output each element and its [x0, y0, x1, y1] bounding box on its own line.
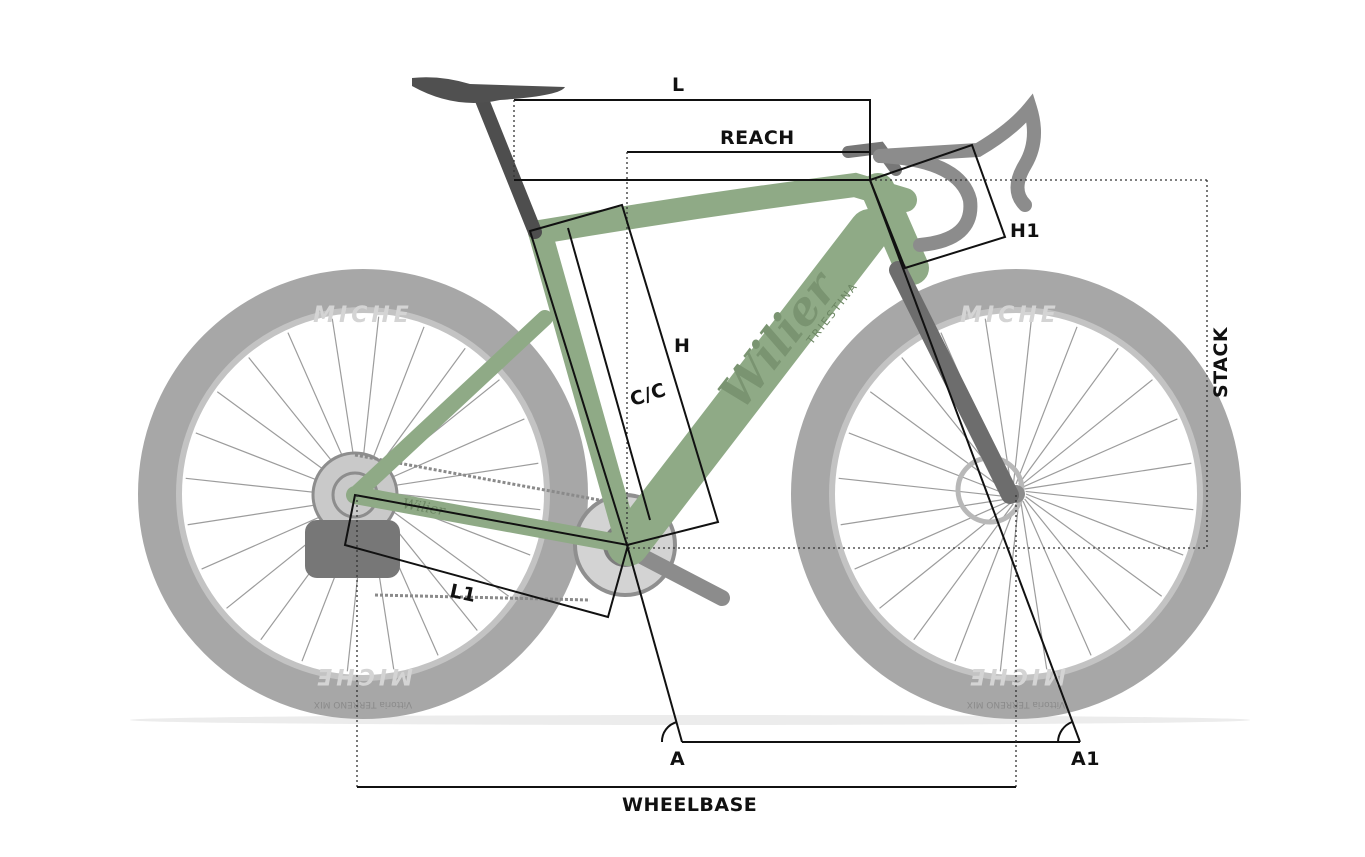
saddle-group [412, 77, 565, 239]
label-wheelbase: WHEELBASE [622, 794, 758, 816]
spoke [1025, 490, 1194, 511]
spoke [913, 503, 1014, 641]
seat-angle-line [626, 544, 683, 743]
h-box [528, 203, 720, 547]
spoke [954, 503, 1017, 662]
spoke [1025, 493, 1184, 556]
seatpost [475, 93, 542, 239]
chain-top [354, 453, 611, 504]
spoke [1020, 379, 1153, 486]
spoke [838, 477, 1007, 498]
spoke [840, 498, 1008, 526]
spoke [1025, 496, 1163, 597]
spoke [1022, 418, 1178, 488]
front-wheel: MICHE MICHE Vittoria TERRENO MIX [791, 269, 1241, 719]
label-h: H [674, 335, 691, 357]
label-a1: A1 [1071, 748, 1100, 770]
spoke [1012, 316, 1033, 485]
handlebar [873, 93, 1041, 212]
front-spokes [838, 316, 1194, 672]
angle-a-arc [660, 721, 678, 743]
spoke [372, 496, 510, 597]
angle-a1-arc [1057, 721, 1073, 743]
spoke [869, 391, 1007, 492]
front-tire-model: Vittoria TERRENO MIX [967, 699, 1065, 709]
label-l1: L1 [447, 580, 479, 608]
top-tube [528, 172, 917, 244]
rear-rim-brand: MICHE [313, 303, 413, 328]
handlebar-drop [873, 149, 978, 252]
spoke [1022, 500, 1092, 656]
label-l: L [672, 74, 685, 96]
seat-tube [528, 220, 640, 557]
rear-rim-brand-bottom: MICHE [313, 663, 413, 688]
down-tube [607, 209, 891, 566]
ground-shadow [130, 715, 1250, 725]
label-h1: H1 [1010, 220, 1041, 242]
spoke [854, 500, 1010, 570]
spoke [1024, 498, 1131, 631]
spoke [1024, 462, 1192, 490]
l-line [514, 99, 871, 180]
head-angle-line [869, 179, 1081, 743]
cockpit [842, 93, 1041, 252]
crank-arm [622, 542, 730, 606]
chain-bottom [374, 593, 591, 602]
stack-box [627, 180, 1208, 549]
rear-tire-model: Vittoria TERRENO MIX [314, 699, 412, 709]
saddle [412, 77, 565, 103]
front-rim-brand: MICHE [960, 303, 1060, 328]
cc-line [567, 227, 651, 521]
label-reach: REACH [720, 127, 795, 149]
seatstay [347, 310, 553, 503]
spoke [1018, 347, 1119, 485]
spoke [984, 318, 1012, 486]
spoke [369, 418, 525, 488]
h1-box [868, 143, 1007, 270]
spoke [371, 462, 539, 490]
label-a: A [670, 748, 686, 770]
rear-derailleur [305, 520, 400, 578]
label-stack: STACK [1210, 326, 1232, 398]
spoke [848, 432, 1007, 495]
geometry-lines [343, 99, 1208, 788]
spoke [879, 502, 1012, 609]
head-tube [861, 173, 929, 285]
spoke [1015, 326, 1078, 485]
